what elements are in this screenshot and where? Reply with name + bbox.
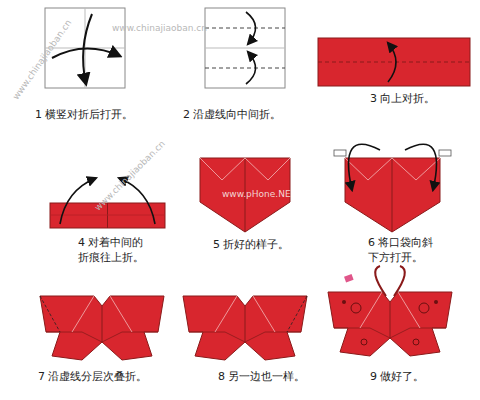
illustration-part: [245, 158, 290, 180]
step-caption: 7 沿虚线分层次叠折。: [38, 370, 148, 385]
illustration-part: [334, 150, 346, 156]
step-caption: 2 沿虚线向中间折。: [183, 108, 282, 123]
illustration-part: [419, 303, 429, 313]
illustration-part: [434, 300, 438, 304]
illustration-part: [246, 12, 256, 44]
step3-band: [318, 38, 470, 86]
illustration-part: [351, 303, 361, 313]
watermark: www.chinajiaoban.cn: [112, 22, 207, 34]
step5-shape: [200, 158, 290, 232]
step9-butterfly: [328, 266, 452, 356]
illustration-part: [205, 68, 285, 69]
step-caption: 4 对着中间的 折痕往上折。: [78, 236, 156, 266]
illustration-part: [344, 274, 354, 282]
step6-shape: [334, 144, 451, 232]
illustration-part: [246, 52, 256, 84]
illustration-part: [345, 158, 392, 180]
illustration-part: [40, 296, 164, 360]
illustration-part: [205, 48, 285, 49]
illustration-part: [328, 292, 452, 356]
step-caption: 6 将口袋向斜 下方打开。: [368, 236, 436, 266]
illustration-part: [50, 203, 165, 228]
illustration-part: [345, 158, 440, 232]
illustration-part: [60, 178, 96, 224]
step-caption: 9 做好了。: [370, 370, 425, 385]
illustration-part: [205, 8, 285, 88]
illustration-part: [318, 38, 470, 86]
illustration-part: [318, 62, 470, 63]
illustration-part: [394, 266, 405, 296]
illustration-part: [405, 144, 437, 190]
illustration-part: [52, 48, 120, 58]
illustration-part: [361, 339, 367, 345]
illustration-part: [392, 158, 393, 232]
step8-butterfly: [183, 296, 307, 360]
illustration-part: [205, 28, 285, 29]
step-caption: 3 向上对折。: [370, 92, 436, 107]
illustration-part: [200, 158, 245, 180]
illustration-part: [342, 300, 346, 304]
watermark: www.chinajiaoban.cn: [92, 138, 168, 214]
watermark: www.pHone.NE: [222, 188, 291, 200]
step-caption: 8 另一边也一样。: [218, 370, 306, 385]
step7-butterfly: [40, 296, 164, 360]
illustration-part: [183, 296, 307, 360]
step-caption: 1 横竖对折后打开。: [35, 108, 134, 123]
illustration-part: [388, 43, 396, 82]
illustration-part: [50, 215, 165, 216]
illustration-part: [375, 266, 386, 296]
illustration-part: [200, 158, 290, 232]
illustration-part: [40, 296, 60, 332]
illustration-part: [287, 296, 307, 332]
step-caption: 5 折好的样子。: [213, 238, 290, 253]
illustration-part: [413, 339, 419, 345]
step2-square: [205, 8, 285, 88]
illustration-part: [439, 150, 451, 156]
illustration-part: [349, 144, 381, 190]
illustration-part: [392, 158, 440, 180]
